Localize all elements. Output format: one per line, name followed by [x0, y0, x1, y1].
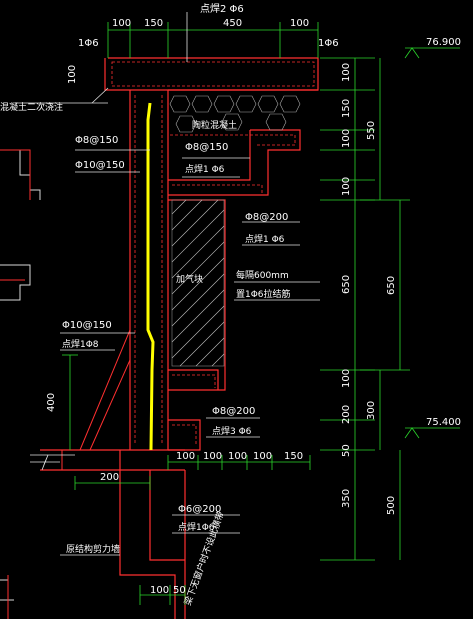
- left-red-frame: [0, 149, 31, 619]
- right-dim-3: 100: [341, 129, 352, 148]
- top-weld-label: 点焊2 Φ6: [200, 3, 244, 15]
- far-right-dim-4: 500: [386, 496, 397, 515]
- concrete-note: 混凝土二次浇注: [0, 101, 63, 113]
- top-dim-3: 450: [223, 18, 242, 29]
- right-dim-4: 100: [341, 177, 352, 196]
- bot-dim-c: 100: [228, 451, 247, 462]
- rebar-phi8-200: Φ8@200: [245, 212, 288, 223]
- bar-left-label: 1Φ6: [78, 38, 99, 49]
- highlight-path: [146, 102, 155, 451]
- left-dim-100: 100: [67, 65, 78, 84]
- right-dim-1: 100: [341, 63, 352, 82]
- far-right-dim-3: 300: [366, 401, 377, 420]
- bot-dim-a: 100: [176, 451, 195, 462]
- dimension-lines: [62, 22, 460, 605]
- elevation-bottom: 75.400: [426, 417, 461, 428]
- right-dim-2: 150: [341, 99, 352, 118]
- bot-dim-d: 100: [253, 451, 272, 462]
- bot-dim-e: 150: [284, 451, 303, 462]
- left-frame-lines: [0, 149, 41, 601]
- right-dim-6: 100: [341, 369, 352, 388]
- elevation-top: 76.900: [426, 37, 461, 48]
- tie-note-2: 置1Φ6拉结筋: [236, 288, 291, 300]
- weld1-phi6: 点焊1Φ6: [178, 521, 215, 533]
- far-right-dim-2: 650: [386, 276, 397, 295]
- rebar-phi10-150: Φ10@150: [75, 160, 125, 171]
- rebar-phi10-150-b: Φ10@150: [62, 320, 112, 331]
- bot-dim-b: 100: [203, 451, 222, 462]
- rebar-phi8-150-left: Φ8@150: [75, 135, 118, 146]
- tie-note-1: 每隔600mm: [236, 269, 289, 281]
- top-dim-2: 150: [144, 18, 163, 29]
- rebar-phi8-150: Φ8@150: [185, 142, 228, 153]
- weld-phi6-2: 点焊1 Φ6: [245, 233, 285, 245]
- wall-note: 原结构剪力墙: [66, 543, 120, 555]
- right-dim-7: 200: [341, 405, 352, 424]
- weld-phi8: 点焊1Φ8: [62, 338, 99, 350]
- fill-note: 陶粒混凝土: [192, 119, 237, 131]
- weld-phi6-1: 点焊1 Φ6: [185, 163, 225, 175]
- far-right-dim-1: 550: [366, 121, 377, 140]
- dim-400: 400: [46, 393, 57, 412]
- bottom-dim-a: 100: [150, 585, 169, 596]
- ceramsite-fill: [169, 95, 301, 133]
- haunch-diagonal: [61, 329, 131, 470]
- beam-outline: [40, 57, 319, 619]
- rebar-lines: [111, 61, 315, 446]
- aerated-block-hatch: [171, 199, 225, 367]
- top-dim-4: 100: [290, 18, 309, 29]
- aerated-block-label: 加气块: [176, 273, 203, 285]
- leader-lines: [15, 12, 320, 556]
- rebar-phi6-200: Φ6@200: [178, 504, 221, 515]
- weld3-phi6: 点焊3 Φ6: [212, 425, 252, 437]
- bottom-dim-b: 50: [173, 585, 186, 596]
- dim-200: 200: [100, 472, 119, 483]
- right-dim-8: 50: [341, 444, 352, 457]
- right-dim-9: 350: [341, 489, 352, 508]
- right-dim-5: 650: [341, 275, 352, 294]
- top-dim-1: 100: [112, 18, 131, 29]
- rebar-phi8-200-b: Φ8@200: [212, 406, 255, 417]
- bar-right-label: 1Φ6: [318, 38, 339, 49]
